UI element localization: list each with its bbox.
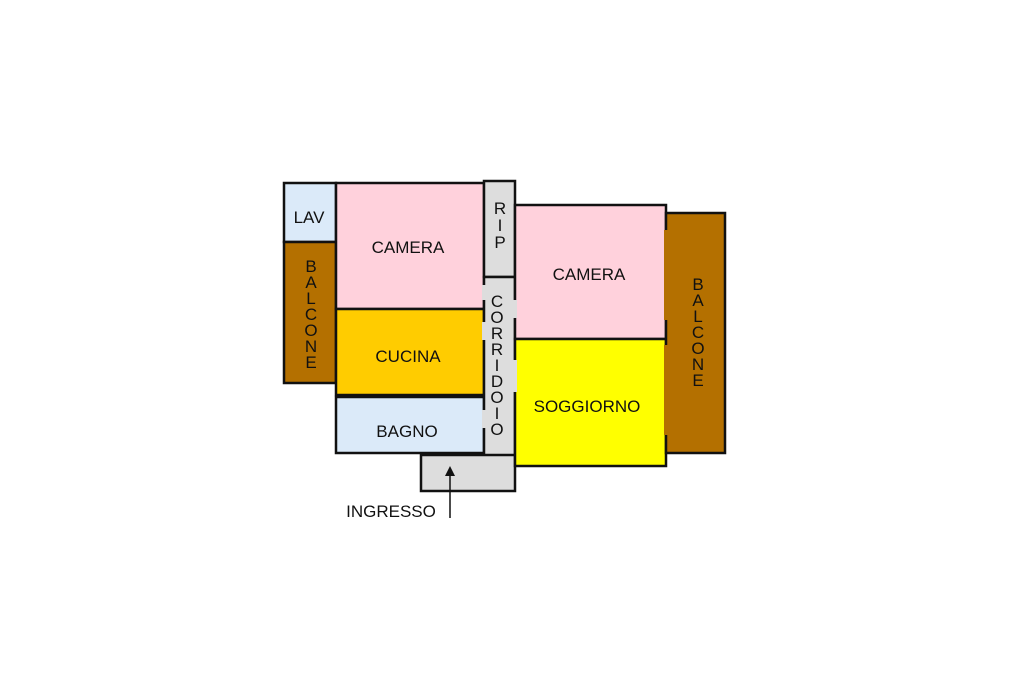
entrance-label: INGRESSO: [346, 502, 436, 521]
soggiorno-room: [513, 337, 668, 468]
camera-left-room: [334, 181, 486, 311]
soggiorno-label: SOGGIORNO: [534, 397, 641, 416]
balcone-right-label: BALCONE: [691, 275, 704, 390]
balcone-left-room: [282, 240, 338, 385]
camera-right-label: CAMERA: [553, 265, 626, 284]
entrance-arrow-icon: [445, 466, 455, 476]
camera-left-label: CAMERA: [372, 238, 445, 257]
cucina-label: CUCINA: [375, 347, 441, 366]
balcone-right-room: [664, 211, 727, 455]
entrance-area: [419, 453, 517, 493]
bagno-label: BAGNO: [376, 422, 437, 441]
rip-label: RIP: [494, 199, 506, 252]
balcone-left-label: BALCONE: [304, 257, 317, 372]
camera-right-room: [513, 203, 668, 341]
corridoio-label: CORRIDOIO: [490, 292, 503, 439]
lav-label: LAV: [294, 208, 326, 227]
bagno-room: [334, 395, 486, 455]
